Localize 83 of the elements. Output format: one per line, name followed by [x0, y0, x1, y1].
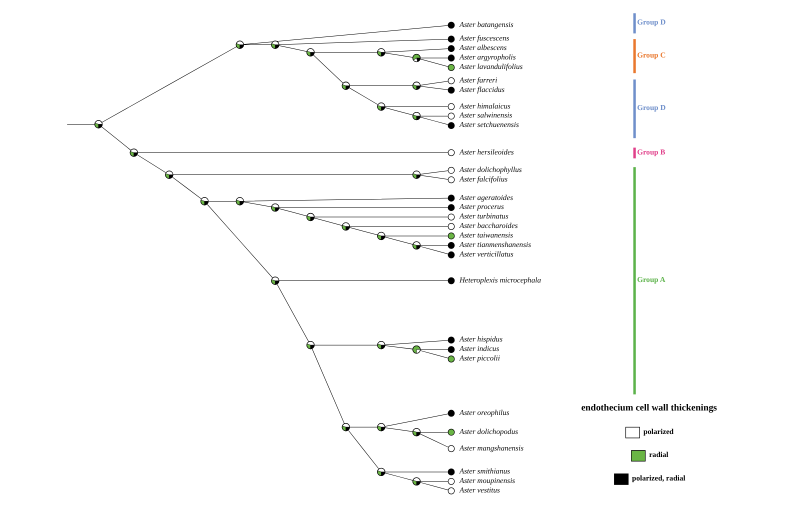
connector [312, 54, 343, 84]
connector [420, 80, 448, 86]
connector [101, 46, 236, 123]
connector [420, 170, 448, 174]
connector [420, 482, 448, 490]
connector [311, 348, 344, 424]
node-circle [447, 277, 454, 284]
node-circle [447, 77, 454, 84]
connector [420, 175, 448, 180]
connector [348, 88, 378, 105]
node-circle [447, 176, 454, 184]
connector [420, 349, 448, 350]
connector [314, 52, 378, 53]
connector [278, 208, 306, 216]
connector [384, 236, 412, 245]
node-circle [447, 468, 454, 476]
node-circle [447, 36, 454, 43]
connector [314, 216, 448, 218]
node-circle [447, 251, 454, 258]
node-circle [447, 478, 454, 485]
connector [384, 106, 448, 107]
connector [66, 124, 94, 125]
node-circle [447, 112, 454, 120]
connector [420, 246, 448, 254]
connector [384, 48, 448, 52]
connector [384, 427, 412, 432]
connector [420, 86, 448, 90]
connector [206, 204, 272, 278]
node-circle [447, 204, 454, 212]
connector [278, 38, 448, 45]
connector [420, 58, 448, 67]
connector [349, 426, 378, 428]
node-circle [447, 428, 454, 436]
node-circle [447, 149, 454, 156]
connector [384, 340, 448, 346]
connector [420, 116, 448, 125]
node-circle [447, 22, 454, 29]
node-circle [447, 214, 454, 220]
connector [278, 280, 448, 282]
connector [420, 481, 448, 482]
connector [276, 284, 308, 342]
connector [349, 226, 448, 227]
node-circle [447, 487, 454, 494]
connector [172, 176, 202, 200]
node-circle [447, 356, 454, 362]
node-circle [447, 346, 454, 353]
node-circle [447, 232, 454, 240]
node-circle [447, 122, 454, 129]
connector [137, 152, 448, 153]
connector [420, 350, 448, 358]
connector [419, 434, 448, 448]
connector [420, 245, 448, 246]
connector [172, 174, 412, 175]
connector [278, 45, 306, 52]
connector [384, 345, 412, 350]
node-circle [447, 86, 454, 94]
connector [384, 107, 412, 116]
node-circle [447, 64, 454, 71]
node-circle [447, 194, 454, 202]
connector [348, 430, 378, 470]
node-circle [447, 242, 454, 249]
node-circle [447, 410, 454, 417]
connector [243, 44, 272, 46]
connector [314, 218, 342, 226]
node-circle [447, 223, 454, 230]
node-circle [447, 45, 454, 52]
connector [100, 126, 131, 150]
connector [348, 227, 378, 236]
connector [384, 472, 412, 481]
connector [314, 344, 378, 346]
node-circle [447, 54, 454, 62]
connector [136, 154, 166, 173]
node-circle [447, 166, 454, 174]
label: endothecium cell wall thickenings [580, 403, 717, 414]
connector [384, 414, 448, 427]
node-circle [447, 103, 454, 110]
node-circle [447, 336, 454, 344]
connector [208, 201, 236, 202]
node-circle [447, 445, 454, 452]
connector [242, 202, 272, 208]
connector [242, 198, 448, 202]
connector [384, 52, 412, 58]
connector [278, 207, 448, 208]
